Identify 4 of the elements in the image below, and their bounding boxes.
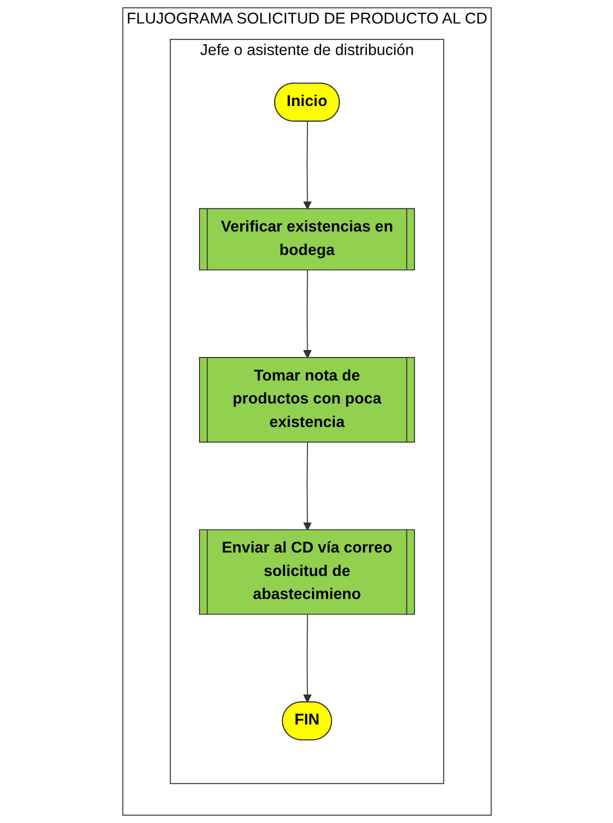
arrow (302, 121, 312, 210)
arrow (302, 270, 312, 358)
arrow (302, 614, 312, 703)
arrow (302, 442, 312, 531)
